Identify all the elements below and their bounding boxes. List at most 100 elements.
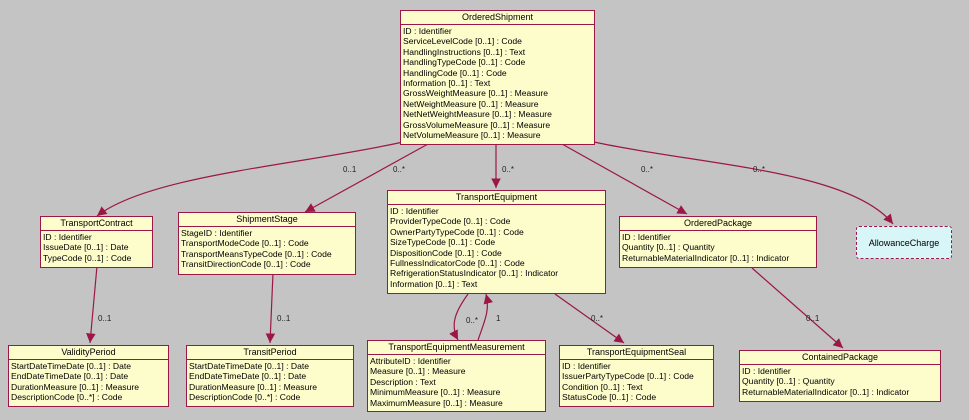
class-attributes: ID : Identifier ProviderTypeCode [0..1] … [388,205,605,290]
class-transport-equipment-seal[interactable]: TransportEquipmentSeal ID : Identifier I… [559,345,714,407]
attribute: MaximumMeasure [0..1] : Measure [370,397,503,408]
attribute: ID : Identifier [742,366,791,376]
class-attributes: ID : Identifier IssueDate [0..1] : Date … [41,231,152,264]
attribute: RefrigerationStatusIndicator [0..1] : In… [390,268,559,279]
class-attributes: ID : Identifier Quantity [0..1] : Quanti… [740,365,940,398]
attribute: ReturnableMaterialIndicator [0..1] : Ind… [742,386,910,397]
attribute: DurationMeasure [0..1] : Measure [189,381,318,392]
attribute: HandlingCode [0..1] : Code [403,67,507,78]
attribute: StageID : Identifier [181,228,253,238]
attribute: ProviderTypeCode [0..1] : Code [390,216,511,227]
mult-shipment-package: 0..* [641,165,653,174]
class-name: ValidityPeriod [9,346,168,360]
attribute: TransitDirectionCode [0..1] : Code [181,259,311,270]
attribute: ID : Identifier [622,232,671,242]
attribute: Quantity [0..1] : Quantity [742,376,835,387]
attribute: ReturnableMaterialIndicator [0..1] : Ind… [622,252,790,263]
class-shipment-stage[interactable]: ShipmentStage StageID : Identifier Trans… [178,212,356,275]
attribute: NetVolumeMeasure [0..1] : Measure [403,130,541,141]
attribute: ServiceLevelCode [0..1] : Code [403,36,522,47]
class-ordered-package[interactable]: OrderedPackage ID : Identifier Quantity … [619,216,817,268]
mult-stage-transit: 0..1 [277,314,291,323]
attribute: TransportModeCode [0..1] : Code [181,238,309,249]
class-attributes: StartDateTimeDate [0..1] : Date EndDateT… [9,360,168,404]
class-transport-equipment[interactable]: TransportEquipment ID : Identifier Provi… [387,190,606,294]
mult-shipment-allowance: 0..* [753,165,765,174]
attribute: IssuerPartyTypeCode [0..1] : Code [562,371,694,382]
attribute: ID : Identifier [390,206,439,216]
attribute: StatusCode [0..1] : Code [562,392,657,403]
attribute: DispositionCode [0..1] : Code [390,247,502,258]
attribute: DescriptionCode [0..*] : Code [189,392,301,403]
attribute: HandlingTypeCode [0..1] : Code [403,57,526,68]
attribute: HandlingInstructions [0..1] : Text [403,46,526,57]
edge-equipment-to-measurement [449,293,469,341]
attribute: Condition [0..1] : Text [562,381,643,392]
attribute: StartDateTimeDate [0..1] : Date [11,361,132,371]
mult-equipment-seal: 0..* [591,314,603,323]
attribute: Quantity [0..1] : Quantity [622,242,715,253]
class-transport-equipment-measurement[interactable]: TransportEquipmentMeasurement AttributeI… [367,340,546,412]
attribute: DescriptionCode [0..*] : Code [11,392,123,403]
mult-shipment-stage: 0..* [393,165,405,174]
edge-package-to-contained [751,267,844,349]
class-validity-period[interactable]: ValidityPeriod StartDateTimeDate [0..1] … [8,345,169,407]
attribute: NetWeightMeasure [0..1] : Measure [403,98,539,109]
attribute: ID : Identifier [403,26,452,36]
mult-contract-validity: 0..1 [98,314,112,323]
attribute: ID : Identifier [562,361,611,371]
attribute: StartDateTimeDate [0..1] : Date [189,361,310,371]
class-transport-contract[interactable]: TransportContract ID : Identifier IssueD… [40,216,153,268]
mult-package-contained: 0..1 [806,314,820,323]
class-ordered-shipment[interactable]: OrderedShipment ID : Identifier ServiceL… [400,10,595,145]
edge-contract-to-validity [86,265,98,344]
attribute: Information [0..1] : Text [390,278,478,289]
class-attributes: AttributeID : Identifier Measure [0..1] … [368,355,545,409]
attribute: ID : Identifier [43,232,92,242]
class-name: TransportEquipmentSeal [560,346,713,360]
edge-measurement-to-equipment [477,293,493,341]
class-name: ShipmentStage [179,213,355,227]
attribute: TransportMeansTypeCode [0..1] : Code [181,248,332,259]
attribute: AttributeID : Identifier [370,356,451,366]
edge-shipment-to-stage [304,143,429,213]
attribute: EndDateTimeDate [0..1] : Date [189,371,307,382]
class-name: TransitPeriod [187,346,353,360]
class-attributes: StartDateTimeDate [0..1] : Date EndDateT… [187,360,353,404]
edge-shipment-to-contract [96,141,404,217]
class-name: TransportContract [41,217,152,231]
attribute: OwnerPartyTypeCode [0..1] : Code [390,226,524,237]
edge-equipment-to-seal [554,293,625,344]
edge-stage-to-transit [265,272,276,344]
mult-shipment-contract: 0..1 [343,165,357,174]
attribute: EndDateTimeDate [0..1] : Date [11,371,129,382]
class-attributes: ID : Identifier ServiceLevelCode [0..1] … [401,25,594,141]
attribute: Information [0..1] : Text [403,78,491,89]
class-transit-period[interactable]: TransitPeriod StartDateTimeDate [0..1] :… [186,345,354,407]
attribute: GrossWeightMeasure [0..1] : Measure [403,88,549,99]
attribute: FullnessIndicatorCode [0..1] : Code [390,258,525,269]
class-name: TransportEquipment [388,191,605,205]
attribute: GrossVolumeMeasure [0..1] : Measure [403,119,551,130]
edge-shipment-to-package [561,143,688,215]
class-attributes: ID : Identifier Quantity [0..1] : Quanti… [620,231,816,264]
class-allowance-charge[interactable]: AllowanceCharge [856,226,952,259]
attribute: DurationMeasure [0..1] : Measure [11,381,140,392]
attribute: Description : Text [370,376,436,387]
attribute: TypeCode [0..1] : Code [43,252,132,263]
attribute: Measure [0..1] : Measure [370,366,466,377]
edge-shipment-to-allowance [593,141,894,225]
class-attributes: StageID : Identifier TransportModeCode [… [179,227,355,271]
mult-equipment-measurement: 0..* [466,316,478,325]
class-contained-package[interactable]: ContainedPackage ID : Identifier Quantit… [739,350,941,402]
class-name: OrderedShipment [401,11,594,25]
mult-shipment-equipment: 0..* [502,165,514,174]
class-name: OrderedPackage [620,217,816,231]
class-name: ContainedPackage [740,351,940,365]
mult-measurement-equipment: 1 [496,314,501,323]
attribute: MinimumMeasure [0..1] : Measure [370,387,501,398]
attribute: IssueDate [0..1] : Date [43,242,129,253]
class-name: TransportEquipmentMeasurement [368,341,545,355]
